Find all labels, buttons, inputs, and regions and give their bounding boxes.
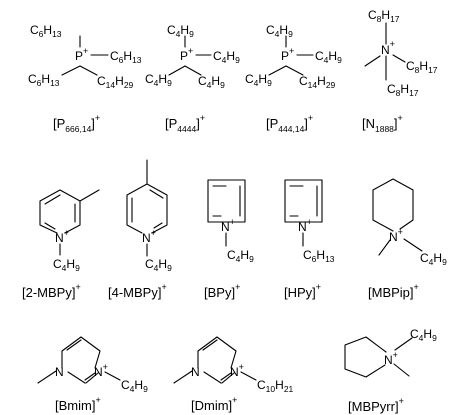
group-c14h29: C14H29 [299, 74, 336, 90]
group-c4h9: C4H9 [245, 72, 272, 88]
nitrogen-atom: N+ [230, 362, 244, 379]
caption-p4444: [P4444]+ [165, 113, 205, 134]
structure-bpy: N+ C4H9 [BPy]+ [204, 179, 254, 300]
caption-mbpyrr: [MBPyrr]+ [348, 396, 404, 414]
group-c14h29: C14H29 [97, 74, 134, 90]
structure-dmim: N N+ C10H21 [Dmim]+ [173, 336, 294, 413]
group-c6h13: C6H13 [303, 248, 335, 264]
caption-bpy: [BPy]+ [204, 282, 240, 300]
caption-mbpip: [MBPip]+ [368, 282, 419, 300]
caption-p444-14: [P444,14]+ [266, 113, 313, 134]
caption-4-mbpy: [4-MBPy]+ [108, 282, 167, 300]
caption-n1888: [N1888]+ [362, 113, 403, 134]
group-c8h17: C8H17 [368, 8, 400, 24]
structure-bmim: N N+ C4H9 [Bmim]+ [37, 336, 148, 413]
structure-4-mbpy: N+ C4H9 [4-MBPy]+ [108, 159, 172, 300]
group-c8h17: C8H17 [387, 82, 419, 98]
phosphorus-atom: P+ [180, 46, 193, 63]
nitrogen-atom: N+ [381, 39, 395, 57]
nitrogen-atom: N+ [221, 217, 235, 234]
group-c8h17: C8H17 [406, 59, 438, 75]
structure-p4444: C4H9 P+ C4H9 C4H9 C4H9 [P4444]+ [145, 23, 240, 134]
group-c10h21: C10H21 [257, 378, 294, 394]
nitrogen-atom: N+ [55, 228, 69, 245]
bonds [39, 189, 100, 256]
group-c4h9: C4H9 [410, 327, 437, 343]
group-c6h13: C6H13 [110, 49, 142, 65]
bonds [173, 336, 257, 384]
nitrogen-atom: N [55, 365, 64, 379]
structure-p666-14: C6H13 P+ C6H13 C6H13 C14H29 [P666,14]+ [28, 23, 142, 134]
group-c4h9: C4H9 [145, 257, 172, 273]
caption-bmim: [Bmim]+ [55, 395, 101, 413]
structure-n1888: C8H17 N+ C8H17 C8H17 [N1888]+ [362, 8, 438, 134]
structure-hpy: N+ C6H13 [HPy]+ [284, 179, 335, 300]
nitrogen-atom: N+ [298, 217, 312, 234]
nitrogen-atom: N+ [94, 362, 108, 379]
group-c4h9: C4H9 [420, 251, 447, 267]
bonds [268, 35, 314, 76]
caption-dmim: [Dmim]+ [191, 395, 237, 413]
bonds [37, 336, 121, 384]
bonds [207, 179, 246, 247]
structure-mbpyrr: N+ C4H9 [MBPyrr]+ [344, 327, 437, 414]
group-c4h9: C4H9 [145, 72, 172, 88]
caption-2-mbpy: [2-MBPy]+ [22, 282, 81, 300]
nitrogen-atom: N+ [142, 228, 156, 245]
nitrogen-atom: N+ [384, 350, 398, 367]
group-c4h9: C4H9 [121, 378, 148, 394]
phosphorus-atom: P+ [75, 46, 88, 63]
bonds [61, 35, 109, 76]
caption-hpy: [HPy]+ [284, 282, 321, 300]
bonds [364, 22, 406, 81]
group-c4h9: C4H9 [315, 49, 342, 65]
structure-2-mbpy: N+ C4H9 [2-MBPy]+ [22, 189, 100, 300]
bonds [284, 179, 323, 247]
group-c4h9: C4H9 [213, 49, 240, 65]
group-c6h13: C6H13 [30, 23, 62, 39]
group-c4h9: C4H9 [167, 23, 194, 39]
caption-p666-14: [P666,14]+ [53, 113, 100, 134]
group-c4h9: C4H9 [266, 23, 293, 39]
group-c4h9: C4H9 [53, 257, 80, 273]
phosphorus-atom: P+ [281, 46, 294, 63]
group-c4h9: C4H9 [198, 74, 225, 90]
structure-mbpip: N+ C4H9 [MBPip]+ [368, 178, 447, 300]
group-c6h13: C6H13 [28, 72, 60, 88]
structure-p444-14: C4H9 P+ C4H9 C4H9 C14H29 [P444,14]+ [245, 23, 342, 134]
group-c4h9: C4H9 [227, 248, 254, 264]
bonds [126, 159, 168, 257]
bonds [344, 336, 413, 378]
nitrogen-atom: N+ [389, 227, 403, 244]
bonds [168, 35, 212, 76]
nitrogen-atom: N [191, 365, 200, 379]
bonds [372, 178, 423, 256]
